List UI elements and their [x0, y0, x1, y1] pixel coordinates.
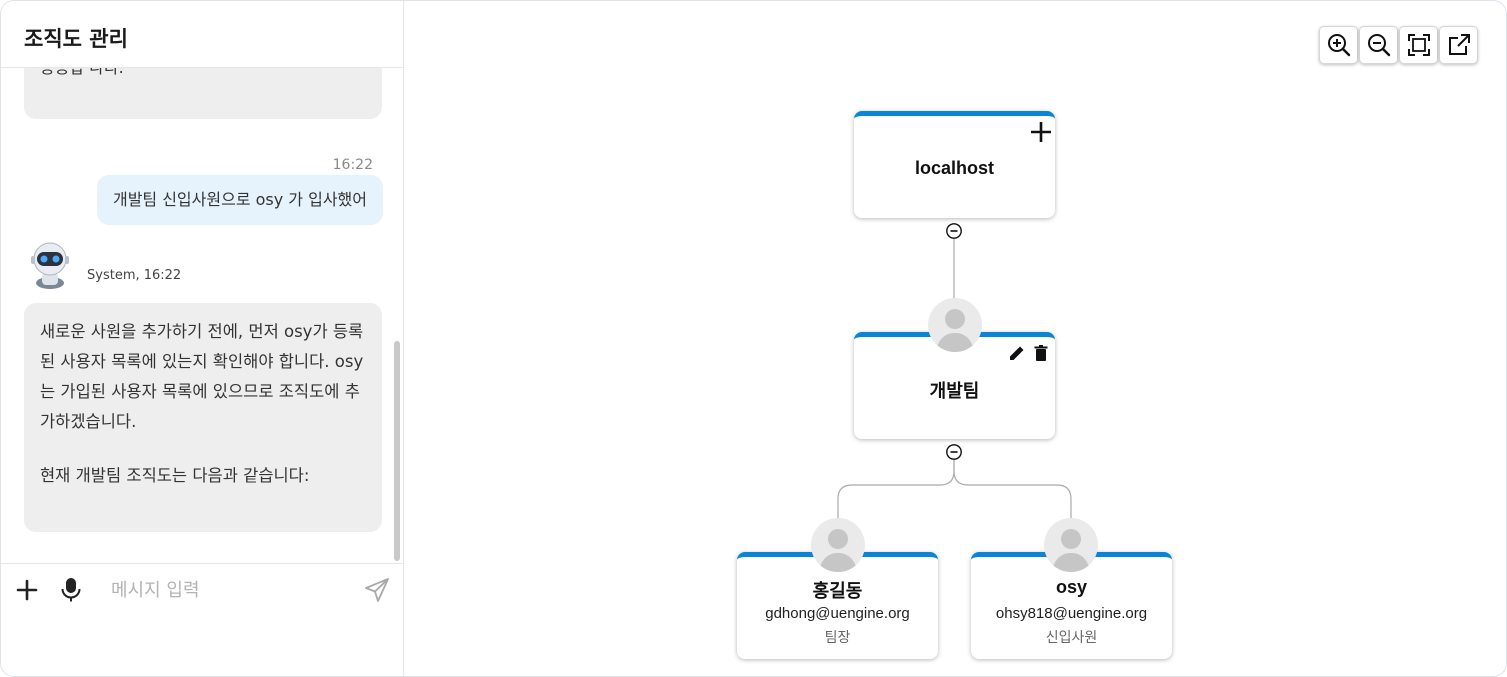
member-name: osy	[1055, 577, 1088, 597]
zoom-in-button[interactable]	[1319, 26, 1358, 64]
collapse-root-button[interactable]	[946, 223, 962, 239]
open-external-icon	[1449, 34, 1470, 55]
system-message-text: 새로운 사원을 추가하기 전에, 먼저 osy가 등록된 사용자 목록에 있는지…	[40, 322, 364, 431]
chat-messages[interactable]: 승승합 나다. 16:22 개발팀 신입사원으로 osy 가 입사했어 Syst…	[1, 68, 403, 562]
previous-message-text: 승승합 나다.	[40, 68, 124, 78]
person-icon	[819, 529, 857, 572]
user-message-time: 16:22	[332, 157, 373, 173]
org-node-root[interactable]: localhost	[854, 111, 1055, 218]
member-avatar	[811, 518, 865, 572]
open-external-button[interactable]	[1439, 26, 1478, 64]
edit-node-button[interactable]	[1007, 343, 1027, 363]
org-node-name: 개발팀	[929, 381, 980, 401]
chat-scrollbar[interactable]	[394, 341, 400, 561]
robot-avatar	[27, 239, 73, 289]
message-input[interactable]	[109, 574, 353, 606]
fit-screen-icon	[1408, 34, 1430, 56]
minus-circle-icon	[946, 444, 962, 460]
add-child-button[interactable]	[1029, 120, 1053, 144]
member-role: 팀장	[824, 629, 851, 645]
microphone-button[interactable]	[59, 576, 83, 604]
plus-icon	[16, 579, 38, 601]
team-avatar	[928, 298, 982, 352]
zoom-in-icon	[1328, 34, 1351, 57]
member-name: 홍길동	[812, 581, 863, 601]
trash-icon	[1034, 345, 1048, 361]
add-attachment-button[interactable]	[15, 578, 39, 602]
pencil-icon	[1010, 346, 1024, 360]
send-icon	[365, 578, 389, 602]
person-icon	[936, 309, 974, 352]
plus-icon	[1031, 122, 1051, 142]
microphone-icon	[61, 578, 81, 602]
system-message-meta: System, 16:22	[87, 268, 182, 283]
chat-header: 조직도 관리	[1, 1, 403, 68]
message-input-bar	[1, 563, 403, 620]
fit-screen-button[interactable]	[1399, 26, 1438, 64]
user-message-bubble: 개발팀 신입사원으로 osy 가 입사했어	[96, 175, 383, 225]
minus-circle-icon	[946, 223, 962, 239]
page-title: 조직도 관리	[24, 27, 128, 51]
system-message-text-2: 현재 개발팀 조직도는 다음과 같습니다:	[40, 466, 310, 485]
collapse-team-button[interactable]	[946, 444, 962, 460]
member-role: 신입사원	[1045, 629, 1098, 645]
org-chart-canvas[interactable]: localhost 개발팀	[404, 1, 1506, 676]
zoom-out-icon	[1368, 34, 1391, 57]
member-email: gdhong@uengine.org	[765, 605, 910, 622]
system-message-bubble: 새로운 사원을 추가하기 전에, 먼저 osy가 등록된 사용자 목록에 있는지…	[24, 303, 382, 532]
member-avatar	[1044, 518, 1098, 572]
org-node-name: localhost	[914, 158, 994, 178]
delete-node-button[interactable]	[1031, 343, 1051, 363]
person-icon	[1052, 529, 1090, 572]
chat-panel: 조직도 관리 승승합 나다. 16:22 개발팀 신입사원으로 osy 가 입사…	[1, 1, 404, 676]
previous-message-bubble: 승승합 나다.	[24, 68, 382, 119]
zoom-out-button[interactable]	[1359, 26, 1398, 64]
send-button[interactable]	[363, 576, 391, 604]
member-email: ohsy818@uengine.org	[995, 605, 1148, 622]
